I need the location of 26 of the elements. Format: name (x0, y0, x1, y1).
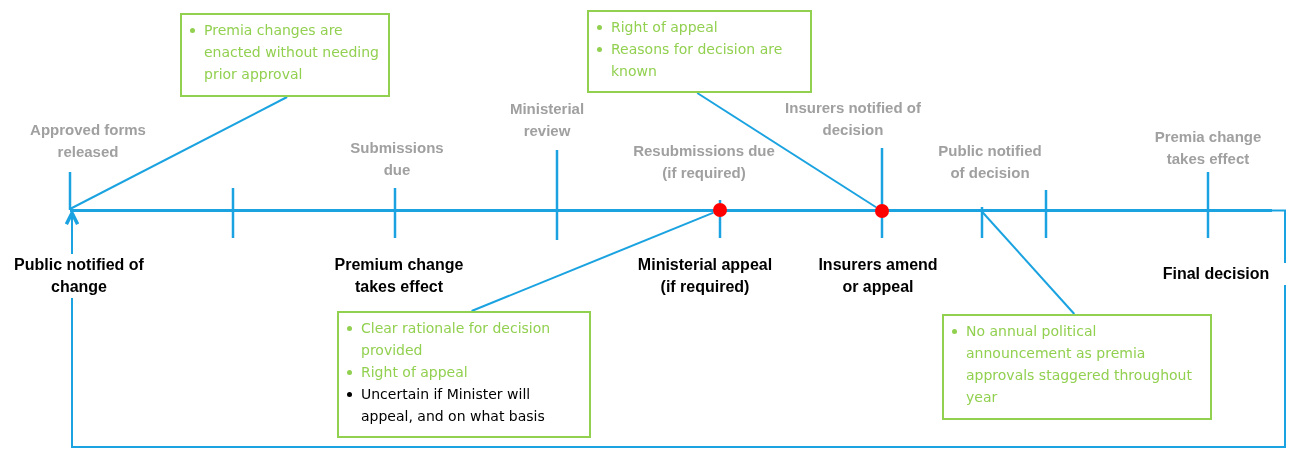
leader-line (470, 211, 715, 312)
bullet-text: Premia changes are enacted without needing prior approval (204, 21, 380, 84)
bullet-text: Clear rationale for decision provided (361, 319, 552, 360)
bullet-text: Reasons for decision are known (611, 40, 784, 81)
faded-milestone-label: Insurers notified of decision (784, 98, 922, 140)
bullet-text: Right of appeal (611, 18, 719, 37)
bullet-text: Uncertain if Minister will appeal, and on what basis (361, 385, 546, 426)
leader-line (69, 96, 289, 210)
milestone-dot (875, 204, 889, 218)
callout-box (587, 10, 812, 93)
faded-milestone-label: Approved forms released (29, 120, 147, 162)
timeline-line (70, 209, 1272, 212)
leader-line (981, 211, 1076, 315)
bullet-text: No annual political announcement as premia approvals staggered throughout year (966, 322, 1193, 407)
bullet-text: Right of appeal (361, 363, 469, 382)
callout-box (942, 314, 1212, 420)
faded-milestone-label: Resubmissions due (if required) (632, 141, 776, 183)
faded-milestone-label: Ministerial review (508, 99, 586, 141)
leader-line (696, 92, 878, 209)
loop-arrow (64, 209, 1286, 448)
milestone-dot (713, 203, 727, 217)
faded-milestone-label: Public notified of decision (937, 141, 1043, 183)
callout-box (180, 13, 390, 97)
callout-box (337, 311, 591, 438)
faded-milestone-label: Submissions due (349, 138, 445, 180)
faded-milestone-label: Premia change takes effect (1153, 127, 1263, 169)
